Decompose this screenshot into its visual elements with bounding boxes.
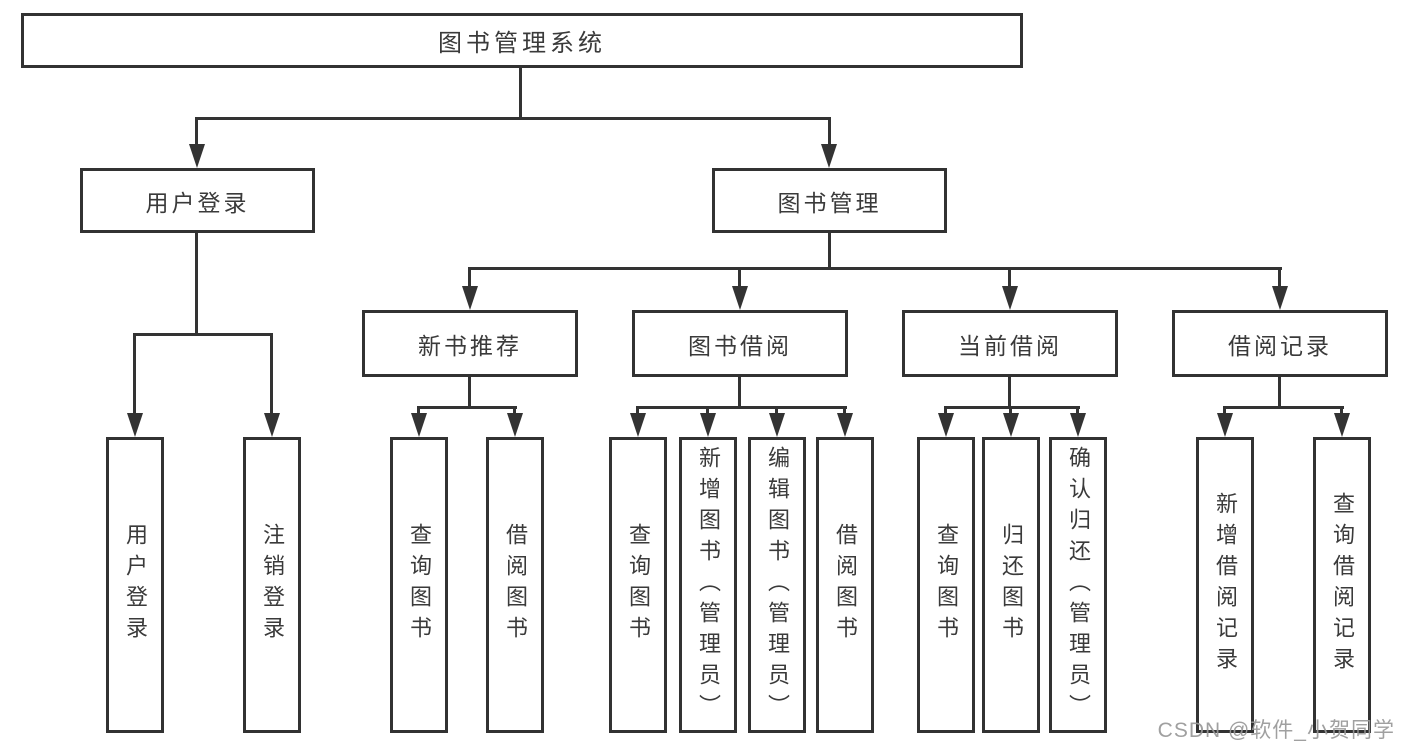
connector bbox=[706, 406, 709, 416]
arrowhead bbox=[189, 144, 205, 168]
leaf-records-query-record: 查询借阅记录 bbox=[1313, 437, 1371, 733]
leaf-newbook-borrow-book: 借阅图书 bbox=[486, 437, 544, 733]
connector bbox=[133, 333, 273, 336]
connector bbox=[828, 233, 831, 270]
connector bbox=[1223, 406, 1226, 416]
leaf-logout-label: 注销登录 bbox=[260, 523, 285, 647]
node-book-borrow: 图书借阅 bbox=[632, 310, 848, 377]
connector bbox=[519, 68, 522, 119]
leaf-records-query-record-label: 查询借阅记录 bbox=[1330, 492, 1355, 678]
leaf-newbook-borrow-book-label: 借阅图书 bbox=[503, 523, 528, 647]
node-user-login: 用户登录 bbox=[80, 168, 315, 233]
arrowhead bbox=[1070, 413, 1086, 437]
connector bbox=[828, 117, 831, 146]
arrowhead bbox=[630, 413, 646, 437]
leaf-user-login: 用户登录 bbox=[106, 437, 164, 733]
connector bbox=[738, 377, 741, 409]
leaf-borrow-borrow-book-label: 借阅图书 bbox=[833, 523, 858, 647]
node-root: 图书管理系统 bbox=[21, 13, 1023, 68]
watermark: CSDN @软件_小贺同学 bbox=[1157, 719, 1395, 742]
leaf-current-return-book-label: 归还图书 bbox=[999, 523, 1024, 647]
connector bbox=[1009, 406, 1012, 416]
arrowhead bbox=[837, 413, 853, 437]
connector bbox=[636, 406, 639, 416]
connector bbox=[1278, 377, 1281, 409]
node-new-book-recommend-label: 新书推荐 bbox=[418, 332, 522, 359]
node-book-management: 图书管理 bbox=[712, 168, 947, 233]
arrowhead bbox=[938, 413, 954, 437]
connector bbox=[133, 333, 136, 415]
arrowhead bbox=[1272, 286, 1288, 310]
arrowhead bbox=[462, 286, 478, 310]
leaf-current-confirm-return-admin: 确认归还（管理员） bbox=[1049, 437, 1107, 733]
arrowhead bbox=[411, 413, 427, 437]
connector bbox=[1340, 406, 1343, 416]
arrowhead bbox=[1334, 413, 1350, 437]
connector bbox=[468, 267, 471, 289]
node-borrow-records: 借阅记录 bbox=[1172, 310, 1388, 377]
connector bbox=[1223, 406, 1344, 409]
arrowhead bbox=[1003, 413, 1019, 437]
leaf-borrow-edit-book-admin-label: 编辑图书（管理员） bbox=[765, 445, 790, 725]
node-current-borrow-label: 当前借阅 bbox=[958, 332, 1062, 359]
leaf-user-login-label: 用户登录 bbox=[123, 523, 148, 647]
leaf-current-confirm-return-admin-label: 确认归还（管理员） bbox=[1066, 445, 1091, 725]
connector bbox=[1278, 267, 1281, 289]
leaf-current-return-book: 归还图书 bbox=[982, 437, 1040, 733]
connector bbox=[775, 406, 778, 416]
leaf-borrow-query-book: 查询图书 bbox=[609, 437, 667, 733]
node-user-login-label: 用户登录 bbox=[145, 189, 250, 216]
connector bbox=[636, 406, 847, 409]
arrowhead bbox=[127, 413, 143, 437]
node-book-management-label: 图书管理 bbox=[777, 189, 882, 216]
leaf-borrow-borrow-book: 借阅图书 bbox=[816, 437, 874, 733]
connector bbox=[944, 406, 1080, 409]
arrowhead bbox=[700, 413, 716, 437]
connector bbox=[417, 406, 517, 409]
connector bbox=[195, 117, 831, 120]
connector bbox=[270, 333, 273, 415]
node-borrow-records-label: 借阅记录 bbox=[1228, 332, 1332, 359]
leaf-records-add-record: 新增借阅记录 bbox=[1196, 437, 1254, 733]
leaf-logout: 注销登录 bbox=[243, 437, 301, 733]
connector bbox=[1008, 377, 1011, 409]
connector bbox=[1008, 267, 1011, 289]
connector bbox=[1076, 406, 1079, 416]
connector bbox=[738, 267, 741, 289]
connector bbox=[513, 406, 516, 416]
node-book-borrow-label: 图书借阅 bbox=[688, 332, 792, 359]
arrowhead bbox=[1217, 413, 1233, 437]
arrowhead bbox=[264, 413, 280, 437]
leaf-newbook-query-book-label: 查询图书 bbox=[407, 523, 432, 647]
connector bbox=[195, 117, 198, 146]
leaf-borrow-edit-book-admin: 编辑图书（管理员） bbox=[748, 437, 806, 733]
leaf-newbook-query-book: 查询图书 bbox=[390, 437, 448, 733]
arrowhead bbox=[1002, 286, 1018, 310]
arrowhead bbox=[732, 286, 748, 310]
node-root-label: 图书管理系统 bbox=[438, 30, 606, 57]
leaf-borrow-query-book-label: 查询图书 bbox=[626, 523, 651, 647]
leaf-borrow-add-book-admin: 新增图书（管理员） bbox=[679, 437, 737, 733]
node-new-book-recommend: 新书推荐 bbox=[362, 310, 578, 377]
connector bbox=[944, 406, 947, 416]
connector bbox=[417, 406, 420, 416]
connector bbox=[468, 267, 1282, 270]
connector bbox=[843, 406, 846, 416]
arrowhead bbox=[769, 413, 785, 437]
arrowhead bbox=[821, 144, 837, 168]
connector bbox=[195, 233, 198, 336]
connector bbox=[468, 377, 471, 409]
leaf-current-query-book: 查询图书 bbox=[917, 437, 975, 733]
leaf-current-query-book-label: 查询图书 bbox=[934, 523, 959, 647]
arrowhead bbox=[507, 413, 523, 437]
leaf-borrow-add-book-admin-label: 新增图书（管理员） bbox=[696, 445, 721, 725]
leaf-records-add-record-label: 新增借阅记录 bbox=[1213, 492, 1238, 678]
node-current-borrow: 当前借阅 bbox=[902, 310, 1118, 377]
